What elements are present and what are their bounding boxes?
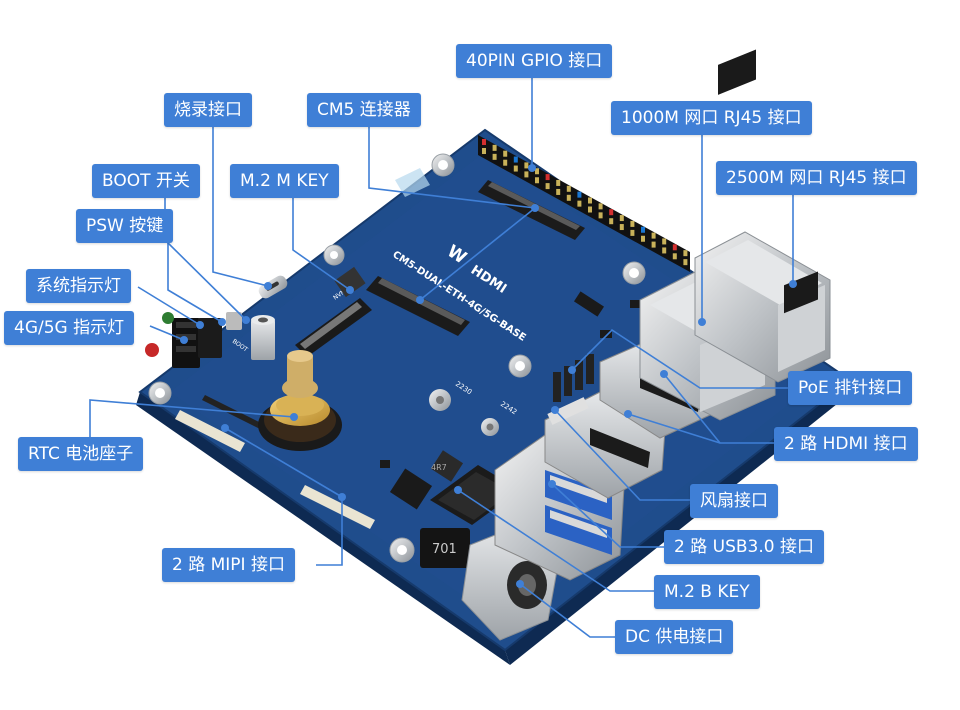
gpio-pin (630, 229, 635, 236)
gpio-pin (513, 156, 518, 163)
gpio-pin (545, 174, 550, 181)
pcb-panel (170, 152, 820, 625)
label-mipi: 2 路 MIPI 接口 (162, 548, 295, 582)
gpio-pin (513, 165, 518, 172)
pcb-side-right (505, 380, 852, 665)
gpio-pin (609, 209, 614, 216)
gpio-pin (683, 250, 688, 257)
gpio-pin (566, 194, 571, 201)
gpio-pin (535, 168, 539, 175)
sim-code: 701 (432, 542, 457, 557)
gpio-pin (672, 253, 677, 260)
poe-and-fan-headers (547, 354, 594, 425)
gpio-pin (566, 185, 571, 192)
gpio-pin (630, 220, 635, 227)
label-m2-m-key: M.2 M KEY (230, 164, 339, 198)
pcb-board (136, 128, 852, 665)
label-poe-header: PoE 排针接口 (788, 371, 913, 405)
label-psw-button: PSW 按键 (76, 209, 174, 243)
standoffs (251, 315, 499, 436)
gpio-pin (598, 203, 603, 210)
pcb-side (136, 392, 510, 665)
label-m2-b-key: M.2 B KEY (654, 575, 760, 609)
gpio-pin (556, 179, 561, 186)
chips: 4R7 (380, 291, 640, 510)
gpio-pin (598, 212, 603, 219)
label-system-led: 系统指示灯 (26, 269, 131, 303)
label-cm5-connector: CM5 连接器 (307, 93, 421, 127)
gpio-pin (492, 153, 497, 160)
label-burn-port: 烧录接口 (164, 93, 252, 127)
label-rj45-1000m: 1000M 网口 RJ45 接口 (611, 101, 812, 135)
gpio-pin (524, 162, 529, 169)
rtc-holder (258, 350, 342, 451)
mounting-holes (148, 153, 646, 563)
gpio-pin (619, 215, 624, 222)
inductor-code: 4R7 (431, 463, 447, 472)
gpio-pin (662, 247, 667, 254)
gpio-pin (651, 232, 656, 239)
gpio-pin (535, 177, 539, 184)
gpio-pin (651, 241, 656, 248)
label-boot-switch: BOOT 开关 (92, 164, 200, 198)
label-usb3: 2 路 USB3.0 接口 (664, 530, 824, 564)
label-4g5g-led: 4G/5G 指示灯 (4, 311, 135, 345)
gpio-pin (588, 206, 592, 213)
gpio-pin (577, 191, 582, 198)
gpio-pin (556, 188, 561, 195)
silk-strip (395, 168, 430, 197)
label-gpio: 40PIN GPIO 接口 (456, 44, 613, 78)
label-fan: 风扇接口 (690, 484, 778, 518)
label-rj45-2500m: 2500M 网口 RJ45 接口 (716, 161, 917, 195)
gpio-pin (641, 235, 645, 242)
gpio-pin (577, 200, 582, 207)
gpio-pin (503, 159, 508, 166)
left-edge-parts (145, 312, 242, 368)
gpio-pin (545, 183, 550, 190)
gpio-pin (524, 171, 529, 178)
gpio-pin (609, 218, 614, 225)
gpio-pin (672, 244, 677, 251)
gpio-pin (619, 224, 624, 231)
gpio-pin (503, 150, 508, 157)
gpio-pin (482, 148, 486, 154)
gpio-pin (588, 197, 592, 204)
gpio-pin (683, 259, 688, 266)
label-dc-power: DC 供电接口 (615, 620, 734, 654)
label-hdmi: 2 路 HDMI 接口 (774, 427, 918, 461)
label-rtc: RTC 电池座子 (18, 437, 144, 471)
m2-m-key-slot (295, 266, 372, 357)
gpio-pin (482, 139, 486, 145)
gpio-pin (641, 226, 645, 233)
gpio-pin (492, 144, 497, 151)
gpio-pin (662, 238, 667, 245)
